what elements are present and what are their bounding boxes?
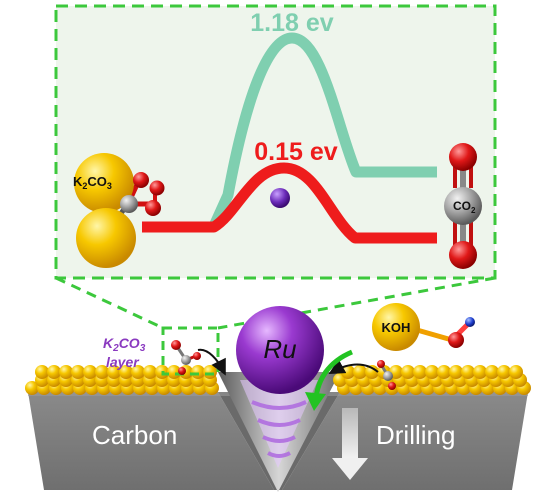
zoom-line-left: [55, 276, 164, 330]
co2-molecule: CO2: [444, 143, 482, 269]
gold-particle: [461, 365, 475, 379]
gold-particle: [449, 365, 463, 379]
gold-particle: [509, 365, 523, 379]
gold-particle: [437, 365, 451, 379]
low-barrier-label: 0.15 ev: [254, 138, 338, 166]
gold-particle: [59, 365, 73, 379]
gold-particle: [473, 365, 487, 379]
drill-spiral: [251, 400, 307, 458]
gold-particle: [425, 365, 439, 379]
gold-particle: [119, 365, 133, 379]
panel-dashed-frame: [54, 4, 497, 280]
migration-arrow: [305, 349, 354, 411]
gold-particle: [365, 365, 379, 379]
gold-particle: [35, 365, 49, 379]
gold-particle: [107, 365, 121, 379]
reaction-arrow-right: [328, 359, 379, 374]
carbon-label: Carbon: [92, 420, 177, 450]
gold-particle: [131, 365, 145, 379]
gold-particle: [47, 365, 61, 379]
drilling-arrow: [332, 408, 368, 480]
gold-particle: [191, 365, 205, 379]
surface-k2co3-fragment: [171, 340, 201, 375]
reactant-formula: K2CO3: [73, 174, 112, 191]
gold-particle: [413, 365, 427, 379]
ru-nanoparticle: Ru: [236, 306, 324, 394]
drilling-label: Drilling: [376, 420, 455, 450]
product-formula: CO2: [453, 199, 476, 215]
zoom-line-right: [217, 276, 496, 330]
gold-particle: [25, 381, 39, 395]
gold-particle: [143, 365, 157, 379]
layer-label-word: layer: [106, 354, 140, 370]
surface-co2-fragment: [377, 360, 396, 390]
gold-particle: [95, 365, 109, 379]
reaction-arrow-left: [197, 348, 226, 376]
low-barrier-curve: [142, 162, 437, 244]
gold-particle: [71, 365, 85, 379]
layer-label-formula: K2CO3: [103, 335, 146, 354]
high-barrier-curve: [208, 32, 437, 229]
k2co3-molecule: K2CO3: [73, 153, 165, 268]
surface-zoom-frame: [161, 326, 220, 376]
potassium-atom: [270, 188, 290, 208]
gold-particle: [485, 365, 499, 379]
gold-particle: [497, 365, 511, 379]
high-barrier-label: 1.18 ev: [250, 9, 334, 37]
gold-particle: [401, 365, 415, 379]
koh-label: KOH: [382, 320, 411, 335]
gold-particle: [203, 365, 217, 379]
gold-particle: [353, 365, 367, 379]
koh-molecule: KOH: [372, 303, 475, 351]
ru-label: Ru: [263, 334, 296, 364]
gold-particle: [83, 365, 97, 379]
